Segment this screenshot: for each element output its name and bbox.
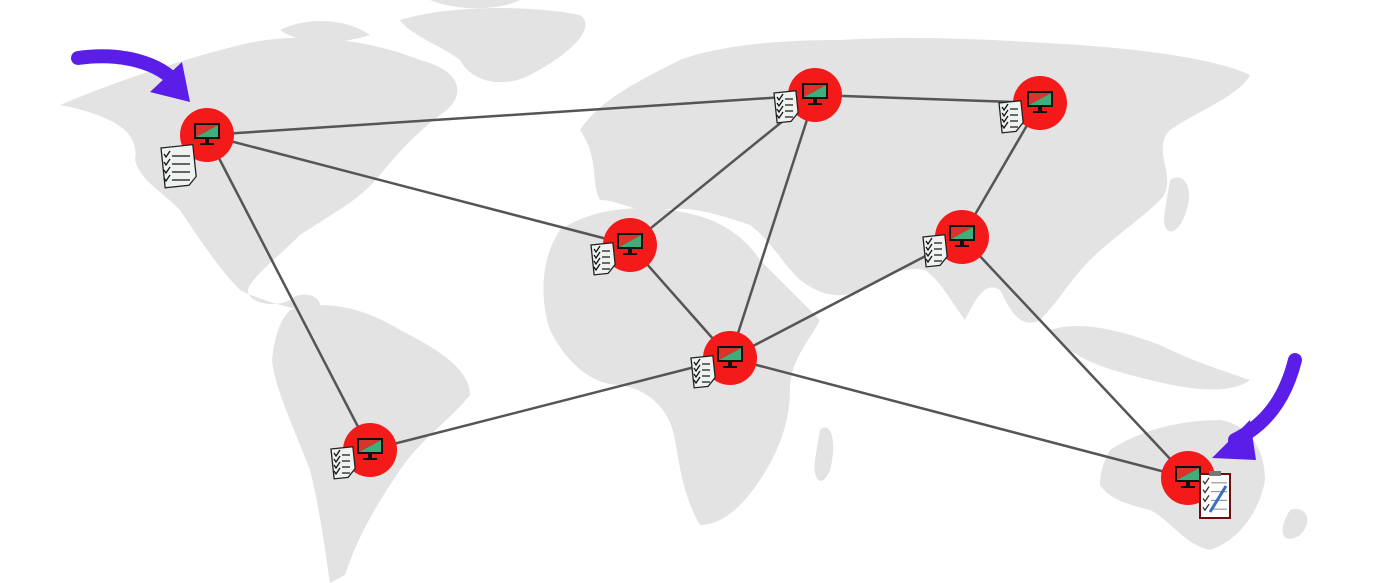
new-zealand [1282,509,1308,539]
arrow-head [1212,420,1256,460]
network-nodes [160,68,1231,519]
monitor-icon [194,123,220,145]
highlight-arrow-australia [1212,353,1302,460]
node-australia [1161,451,1231,519]
pen-icon [1208,485,1228,513]
node-europe [773,68,842,124]
greenland-landmass [400,8,586,83]
monitor-icon [802,83,828,105]
arrow-head [150,62,190,102]
node-india [922,210,989,268]
link-central-africa-australia [729,356,1189,480]
checklist-document-icon [590,241,616,276]
node-russia [998,76,1067,134]
monitor-icon [1027,91,1053,113]
north-america-landmass [60,37,458,311]
highlight-arrow-north-america [71,49,190,102]
checklist-document-icon [160,143,197,189]
monitor-icon [1175,466,1201,488]
node-north-africa [590,218,657,276]
node-north-america [160,108,234,189]
africa-landmass [543,208,820,525]
southeast-asia-islands [1050,325,1250,390]
arctic-islands [280,0,520,42]
world-map-background [60,0,1308,583]
clipboard-checklist-icon [1199,471,1231,519]
link-europe-russia [814,93,1041,105]
checklist-document-icon [773,89,799,124]
link-north-america-europe [206,93,816,137]
monitor-icon [617,233,643,255]
japan [1164,177,1190,232]
link-central-africa-south-america [369,356,731,452]
highlight-arrows [71,49,1302,460]
node-south-america [330,423,397,480]
link-north-america-north-africa [206,133,631,247]
monitor-icon [357,438,383,460]
monitor-icon [717,346,743,368]
link-india-central-africa [729,235,963,360]
europe-asia-landmass [580,37,1250,323]
link-europe-central-africa [728,94,817,359]
checklist-document-icon [998,99,1024,134]
checklist-document-icon [330,445,356,480]
link-north-america-south-america [205,134,372,451]
checklist-document-icon [690,354,716,389]
link-india-australia [961,236,1189,479]
checklist-document-icon [922,233,948,268]
monitor-icon [949,225,975,247]
node-central-africa [690,331,757,389]
madagascar [814,427,834,481]
